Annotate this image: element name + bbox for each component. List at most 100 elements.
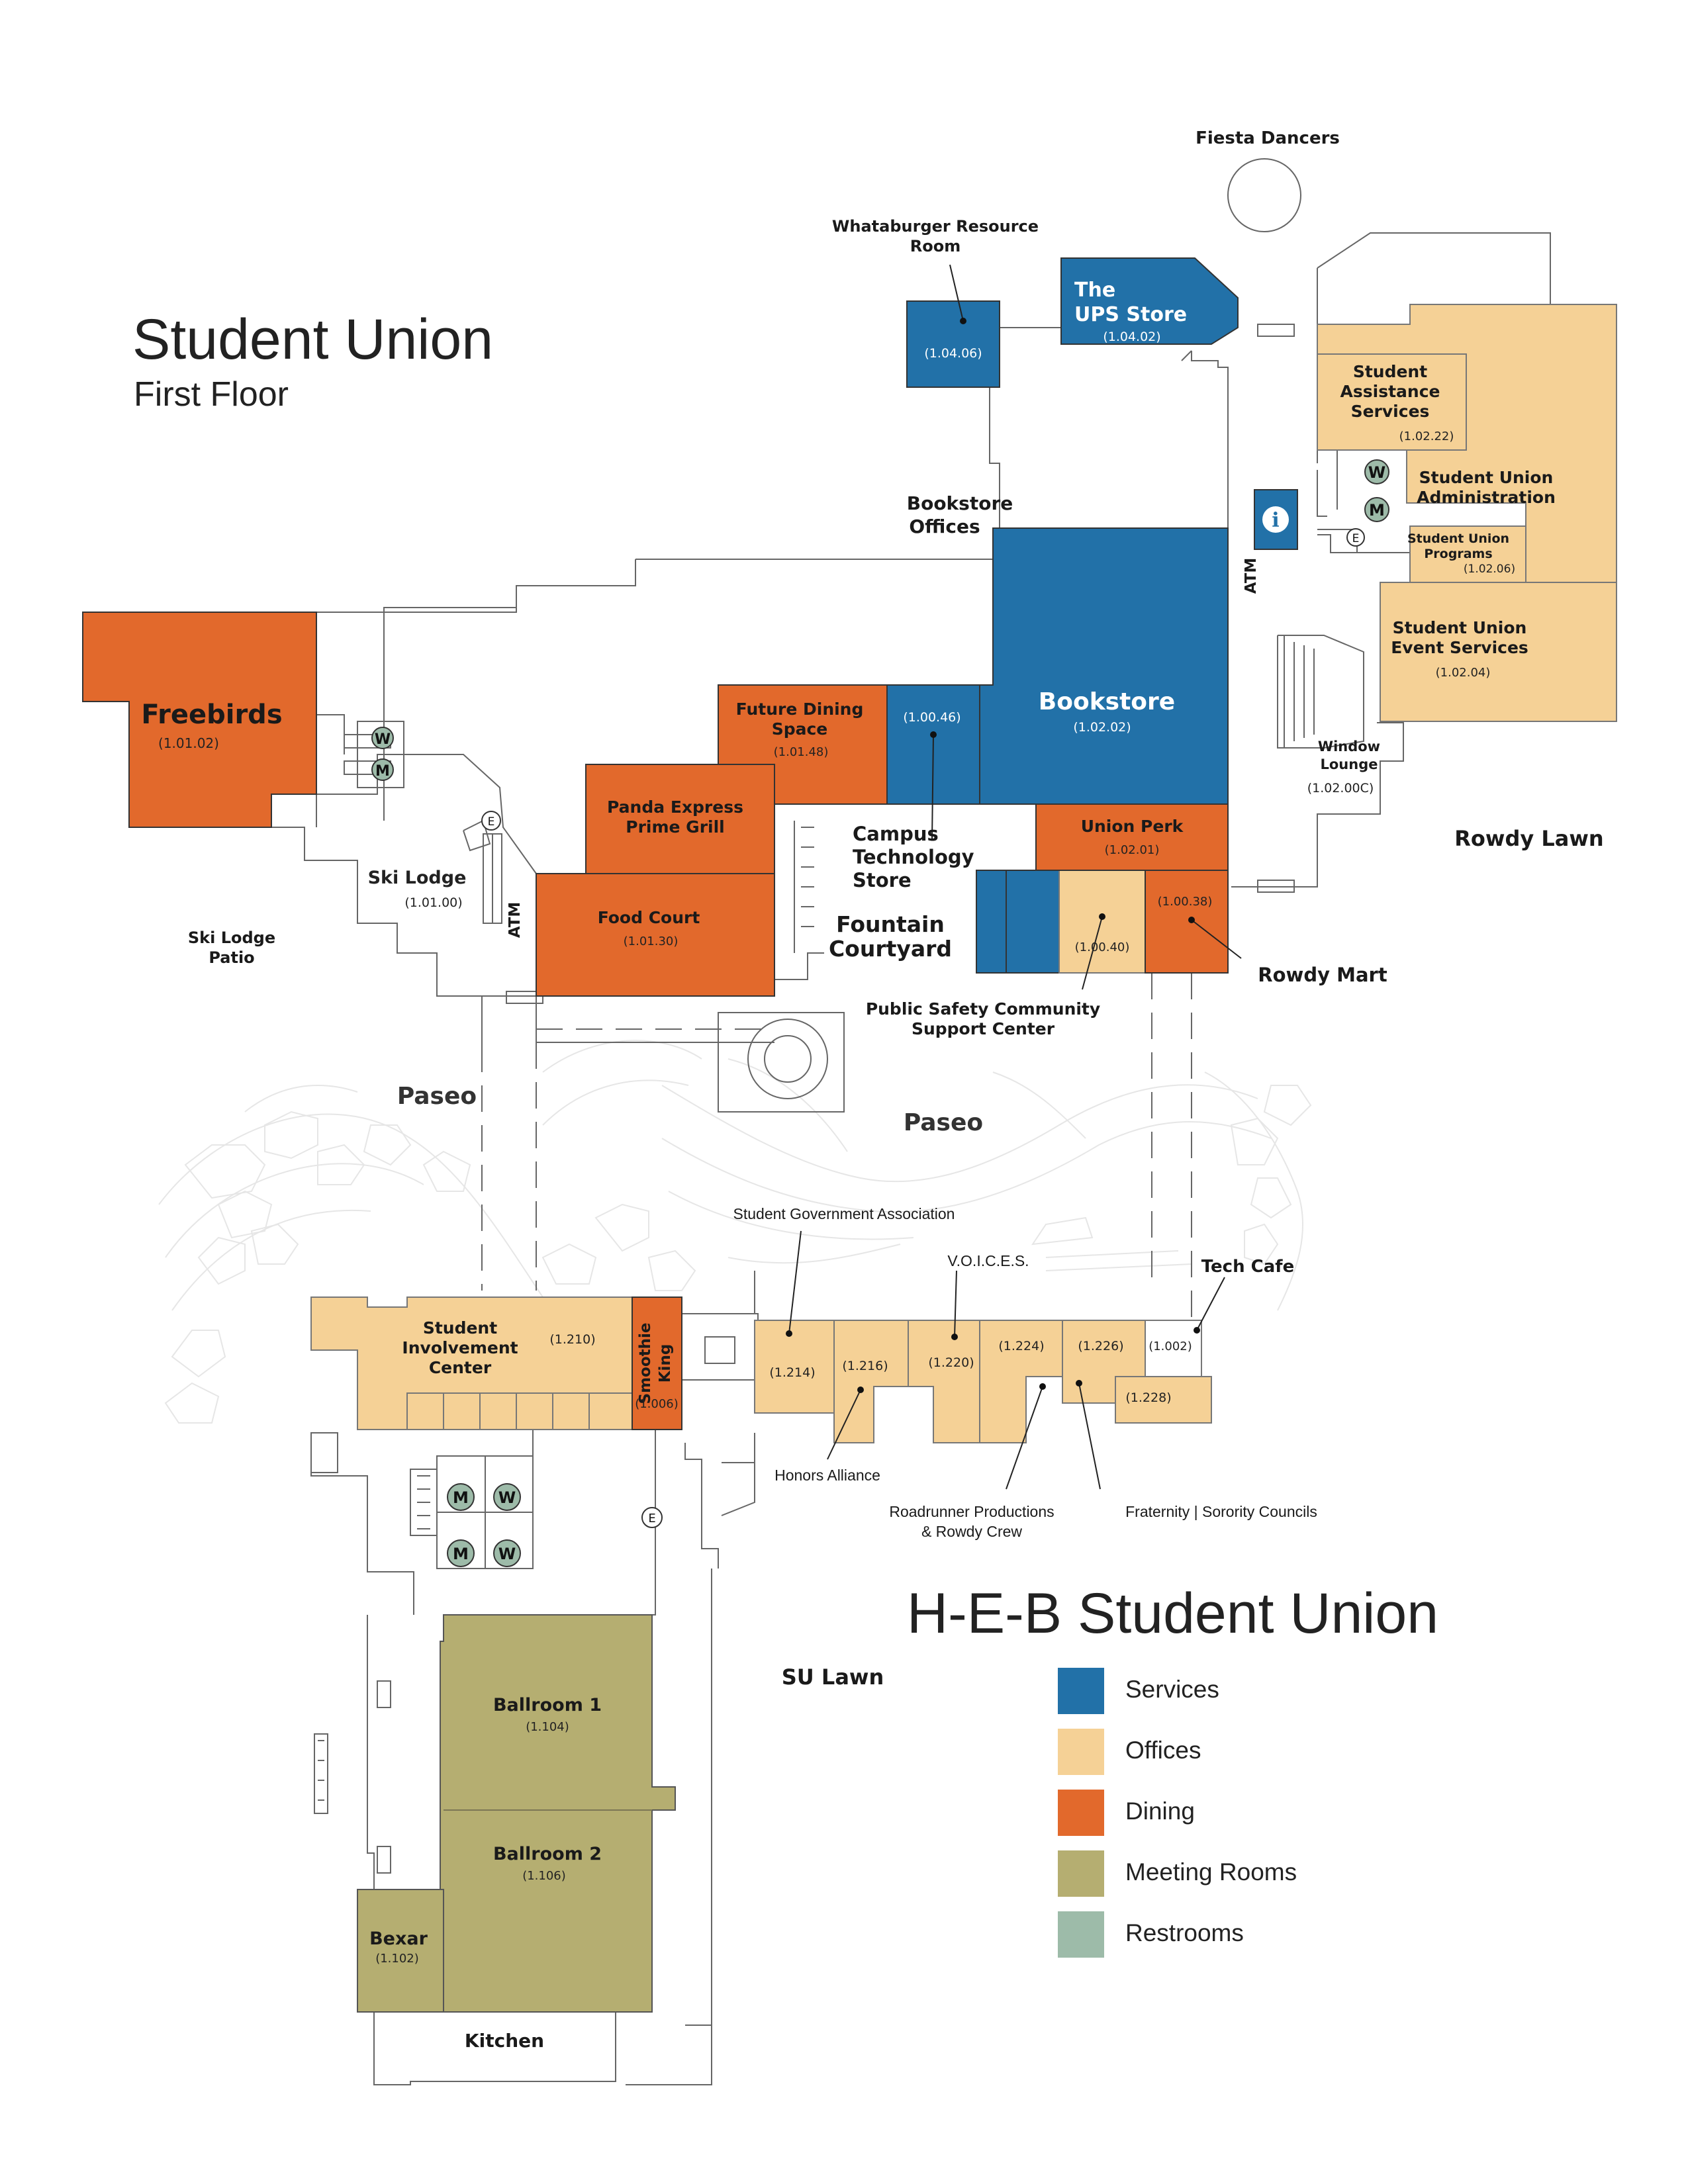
sup-label-1: Student Union: [1407, 531, 1509, 546]
r1216-number: (1.216): [842, 1359, 888, 1373]
restroom-women-icon[interactable]: W: [371, 727, 394, 749]
amenity-markers: W M E W M E M W: [371, 459, 1389, 1567]
svg-text:E: E: [1352, 532, 1360, 545]
restroom-men-icon[interactable]: M: [1364, 497, 1389, 522]
food-court[interactable]: [536, 873, 775, 997]
ballroom-1[interactable]: [440, 1614, 676, 2013]
whataburger-number: (1.04.06): [924, 346, 982, 361]
food-court-number: (1.01.30): [624, 934, 679, 948]
svg-text:W: W: [498, 1545, 516, 1563]
office-1-216[interactable]: [833, 1320, 909, 1443]
map-subtitle: First Floor: [134, 375, 289, 414]
student-assistance-services[interactable]: [1317, 353, 1467, 451]
legend-swatch-offices: [1058, 1729, 1104, 1775]
restroom-women-icon[interactable]: W: [493, 1483, 521, 1511]
legend-label: Restrooms: [1125, 1919, 1244, 1946]
freebirds[interactable]: [82, 612, 317, 828]
rowdy-mart-label: Rowdy Mart: [1258, 964, 1387, 986]
ups-label-1: The: [1074, 279, 1115, 302]
meeting-zones: [357, 1614, 676, 2013]
map-title: Student Union: [132, 308, 494, 371]
ballroom-2-number: (1.106): [522, 1869, 566, 1883]
whataburger-label-2: Room: [910, 237, 961, 255]
sga-label: Student Government Association: [733, 1205, 955, 1222]
paseo-label-west: Paseo: [397, 1083, 477, 1110]
legend-swatch-dining: [1058, 1790, 1104, 1836]
legend-item-services: Services: [1058, 1668, 1389, 1714]
smoothie-label-1: Smoothie: [637, 1323, 654, 1404]
panda-express-prime-grill[interactable]: [585, 764, 775, 874]
su-lawn-label: SU Lawn: [782, 1664, 884, 1690]
freebirds-number: (1.01.02): [158, 735, 219, 751]
svg-text:i: i: [1272, 509, 1279, 532]
ups-store[interactable]: [1060, 257, 1239, 345]
voices-label: V.O.I.C.E.S.: [947, 1252, 1029, 1269]
sic-label-2: Involvement: [402, 1338, 518, 1357]
ballroom-2-label: Ballroom 2: [493, 1844, 602, 1864]
ups-number: (1.04.02): [1103, 330, 1160, 344]
office-1-228[interactable]: [1115, 1376, 1212, 1424]
window-lounge-number: (1.02.00C): [1307, 781, 1374, 796]
r1220-number: (1.220): [928, 1355, 974, 1370]
atm-label-north: ATM: [1243, 558, 1260, 594]
restroom-men-icon[interactable]: M: [447, 1539, 475, 1567]
svg-text:M: M: [453, 1488, 469, 1507]
restroom-women-icon[interactable]: W: [1364, 459, 1389, 484]
legend-swatch-meeting-rooms: [1058, 1850, 1104, 1897]
ski-lodge-patio-label-2: Patio: [209, 948, 254, 967]
union-perk[interactable]: [1035, 803, 1229, 871]
public-safety-label-2: Support Center: [912, 1019, 1055, 1038]
elevator-icon[interactable]: E: [1346, 528, 1365, 547]
svg-text:M: M: [453, 1545, 469, 1563]
ballroom-1-label: Ballroom 1: [493, 1695, 602, 1715]
tech-cafe[interactable]: [1145, 1320, 1202, 1377]
restroom-men-icon[interactable]: M: [371, 758, 394, 781]
sas-label-2: Assistance: [1340, 382, 1440, 401]
future-dining-number: (1.01.48): [774, 745, 829, 759]
r1214-number: (1.214): [769, 1365, 815, 1380]
student-union-event-services[interactable]: [1380, 582, 1617, 722]
ballroom-1-number: (1.104): [526, 1720, 569, 1734]
smoothie-number: (1.006): [635, 1397, 679, 1411]
legend-label: Services: [1125, 1676, 1219, 1703]
student-union-programs[interactable]: [1409, 525, 1526, 583]
smoothie-label-2: King: [657, 1344, 674, 1383]
sues-label-1: Student Union: [1393, 618, 1527, 637]
whataburger-resource-room[interactable]: [906, 300, 1000, 388]
panda-label-2: Prime Grill: [626, 817, 725, 837]
legend-item-meeting-rooms: Meeting Rooms: [1058, 1850, 1389, 1897]
legend-item-dining: Dining: [1058, 1790, 1389, 1836]
restroom-women-icon[interactable]: W: [493, 1539, 521, 1567]
kitchen-label: Kitchen: [465, 2030, 544, 2052]
rowdy-mart[interactable]: [1145, 870, 1229, 974]
paseo-label-east: Paseo: [904, 1109, 983, 1136]
union-perk-number: (1.02.01): [1105, 843, 1160, 857]
bexar[interactable]: [357, 1889, 444, 2013]
public-safety-number: (1.00.40): [1075, 940, 1130, 954]
fraternity-label: Fraternity | Sorority Councils: [1125, 1503, 1317, 1520]
smoothie-king[interactable]: [632, 1297, 682, 1430]
elevator-icon[interactable]: E: [481, 811, 501, 831]
bookstore[interactable]: [979, 527, 1229, 805]
cts-number: (1.00.46): [903, 710, 961, 725]
bookstore-number: (1.02.02): [1073, 720, 1131, 735]
elevator-icon[interactable]: E: [641, 1507, 663, 1528]
office-zones: [310, 304, 1617, 1443]
restroom-men-icon[interactable]: M: [447, 1483, 475, 1511]
office-1-220[interactable]: [908, 1320, 980, 1443]
future-dining-label-2: Space: [772, 719, 828, 739]
sup-number: (1.02.06): [1464, 563, 1515, 576]
ski-lodge-label: Ski Lodge: [368, 868, 467, 888]
tech-cafe-label: Tech Cafe: [1201, 1257, 1294, 1277]
leader-lines: [788, 264, 1242, 1490]
bexar-label: Bexar: [369, 1929, 428, 1949]
office-1-214[interactable]: [754, 1320, 835, 1414]
dining-zones: [82, 612, 1229, 1430]
info-icon[interactable]: i: [1262, 506, 1289, 533]
roadrunner-label-2: & Rowdy Crew: [921, 1523, 1022, 1540]
r1226-number: (1.226): [1078, 1339, 1123, 1353]
public-safety-community-support-center[interactable]: [1058, 870, 1146, 974]
paving-pattern: [158, 1040, 1312, 1424]
bookstore-offices-label-1: Bookstore: [907, 492, 1013, 514]
whataburger-label-1: Whataburger Resource: [832, 217, 1039, 236]
